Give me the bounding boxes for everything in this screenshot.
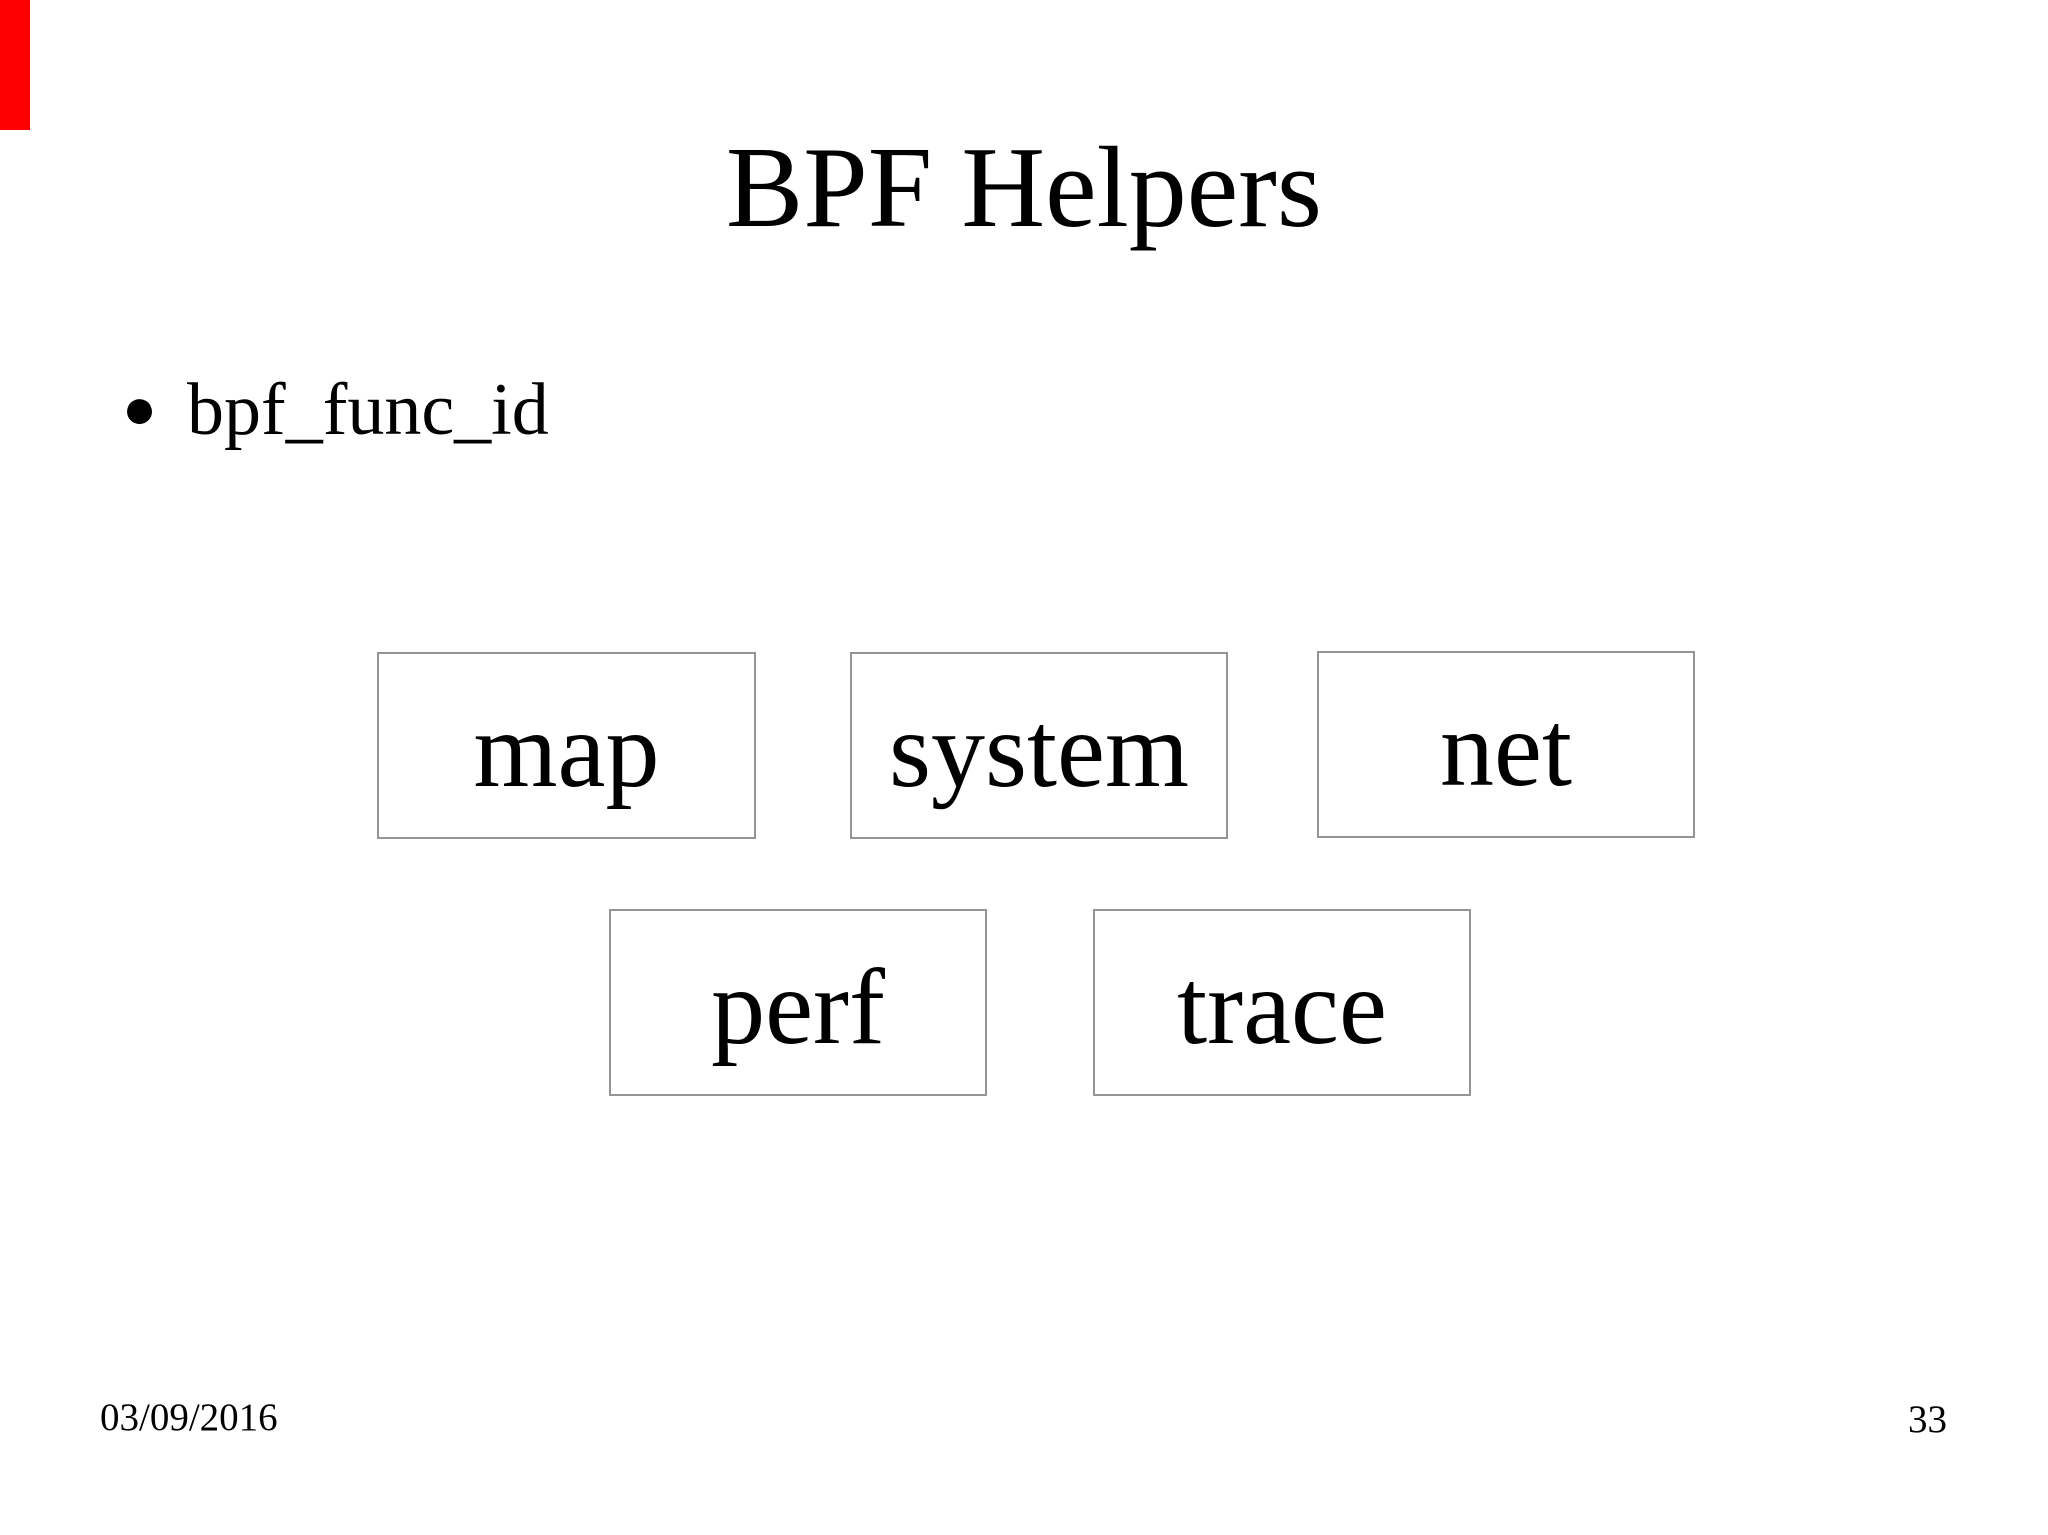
category-box-net: net xyxy=(1317,651,1695,838)
category-box-label: trace xyxy=(1177,947,1387,1067)
footer-date: 03/09/2016 xyxy=(100,1396,278,1439)
slide-title: BPF Helpers xyxy=(725,124,1323,252)
bullet-text: bpf_func_id xyxy=(187,369,549,451)
category-box-label: perf xyxy=(711,947,885,1067)
bullet-dot-icon: ● xyxy=(122,376,158,441)
category-box-system: system xyxy=(850,652,1228,839)
footer-page-number: 33 xyxy=(1908,1398,1947,1441)
category-box-map: map xyxy=(377,652,756,839)
bullet-line: ● bpf_func_id xyxy=(122,369,549,451)
category-box-label: net xyxy=(1440,689,1572,809)
category-box-perf: perf xyxy=(609,909,987,1096)
category-box-trace: trace xyxy=(1093,909,1471,1096)
category-box-label: system xyxy=(888,690,1189,810)
category-box-label: map xyxy=(473,690,660,810)
corner-red-marker xyxy=(0,0,30,130)
